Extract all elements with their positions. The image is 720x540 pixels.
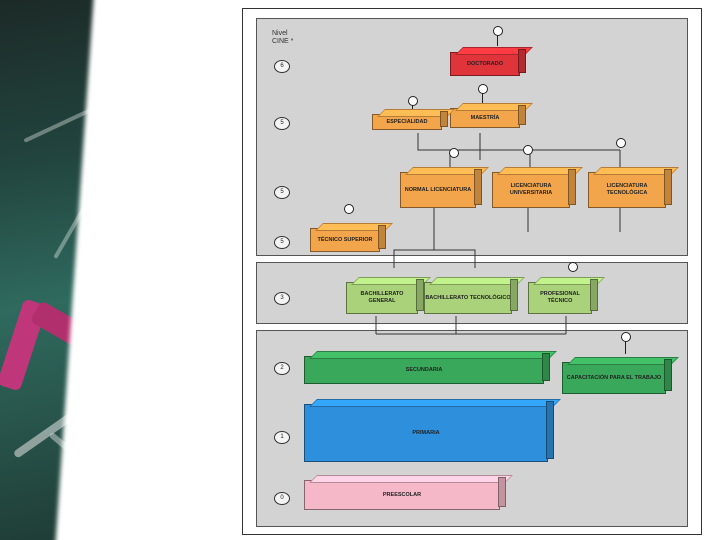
nivel-label: Nivel: [272, 30, 288, 37]
box-capacitacion-trabajo: CAPACITACIÓN PARA EL TRABAJO: [562, 362, 666, 394]
pin-icon: [408, 96, 418, 106]
level-marker: 5: [274, 186, 290, 199]
box-secundaria: SECUNDARIA: [304, 356, 544, 384]
box-profesional-tecnico: PROFESIONAL TÉCNICO: [528, 282, 592, 314]
connector: [393, 200, 476, 268]
level-marker: 5: [274, 117, 290, 130]
pin-icon: [344, 204, 354, 214]
pin-icon: [568, 262, 578, 272]
box-licenciatura-universitaria: LICENCIATURA UNIVERSITARIA: [492, 172, 570, 208]
connector: [527, 208, 621, 232]
pin-icon: [523, 145, 533, 155]
level-marker: 3: [274, 292, 290, 305]
box-tecnico-superior: TÉCNICO SUPERIOR: [310, 228, 380, 252]
pin-icon: [493, 26, 503, 36]
pin-line: [412, 104, 413, 112]
level-marker: 0: [274, 492, 290, 505]
box-licenciatura-tecnologica: LICENCIATURA TECNOLÓGICA: [588, 172, 666, 208]
cine-label: CINE *: [272, 38, 294, 45]
box-preescolar: PREESCOLAR: [304, 480, 500, 510]
box-doctorado: DOCTORADO: [450, 52, 520, 76]
pin-icon: [449, 148, 459, 158]
box-maestria: MAESTRÍA: [450, 108, 520, 128]
pin-icon: [621, 332, 631, 342]
box-especialidad: ESPECIALIDAD: [372, 114, 442, 130]
box-bachillerato-general: BACHILLERATO GENERAL: [346, 282, 418, 314]
box-normal-licenciatura: NORMAL LICENCIATURA: [400, 172, 476, 208]
level-marker: 1: [274, 431, 290, 444]
level-marker: 5: [274, 236, 290, 249]
level-marker: 6: [274, 60, 290, 73]
pin-icon: [616, 138, 626, 148]
pin-icon: [478, 84, 488, 94]
box-bachillerato-tecnologico: BACHILLERATO TECNOLÓGICO: [424, 282, 512, 314]
nivel-header: Nivel CINE *: [272, 30, 293, 46]
box-primaria: PRIMARIA: [304, 404, 548, 462]
pin-line: [625, 340, 626, 354]
connector: [417, 133, 531, 160]
connector: [449, 149, 621, 168]
pin-line: [482, 92, 483, 104]
level-marker: 2: [274, 362, 290, 375]
connector: [375, 316, 567, 335]
pin-line: [497, 34, 498, 46]
chalkboard-decoration: [0, 0, 150, 540]
